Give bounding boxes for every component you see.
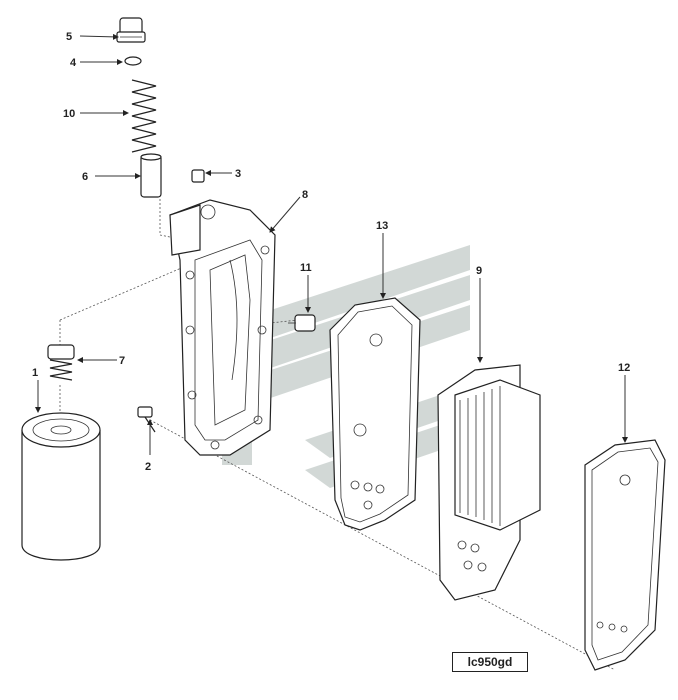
oil-filter-part-1 [21,412,101,561]
small-plug-part-3 [191,169,205,183]
callout-7: 7 [119,355,125,367]
gasket-part-13 [329,297,421,531]
figure-code-label: lc950gd [452,652,528,672]
cap-screw-part-2 [137,406,156,433]
callout-labels: 1 2 3 4 5 6 7 8 9 10 11 12 13 [32,31,630,473]
cooler-core-part-9 [437,364,541,601]
callout-9: 9 [476,265,482,277]
spring-part-10 [131,79,157,153]
o-ring-part-4 [124,56,142,66]
callout-1: 1 [32,367,38,379]
housing-part-8 [169,199,276,456]
callout-4: 4 [70,57,77,69]
callout-12: 12 [618,362,630,374]
fitting-part-7 [47,344,75,381]
callout-10: 10 [63,108,75,120]
callout-6: 6 [82,171,88,183]
callout-2: 2 [145,461,151,473]
callout-3: 3 [235,168,241,180]
callout-8: 8 [302,189,308,201]
callout-13: 13 [376,220,388,232]
valve-part-6 [140,153,162,198]
leader-lines [35,33,628,455]
callout-11: 11 [300,262,312,274]
plug-part-5 [116,17,146,43]
fitting-part-11 [288,314,316,332]
callout-5: 5 [66,31,72,43]
gasket-part-12 [584,439,666,671]
